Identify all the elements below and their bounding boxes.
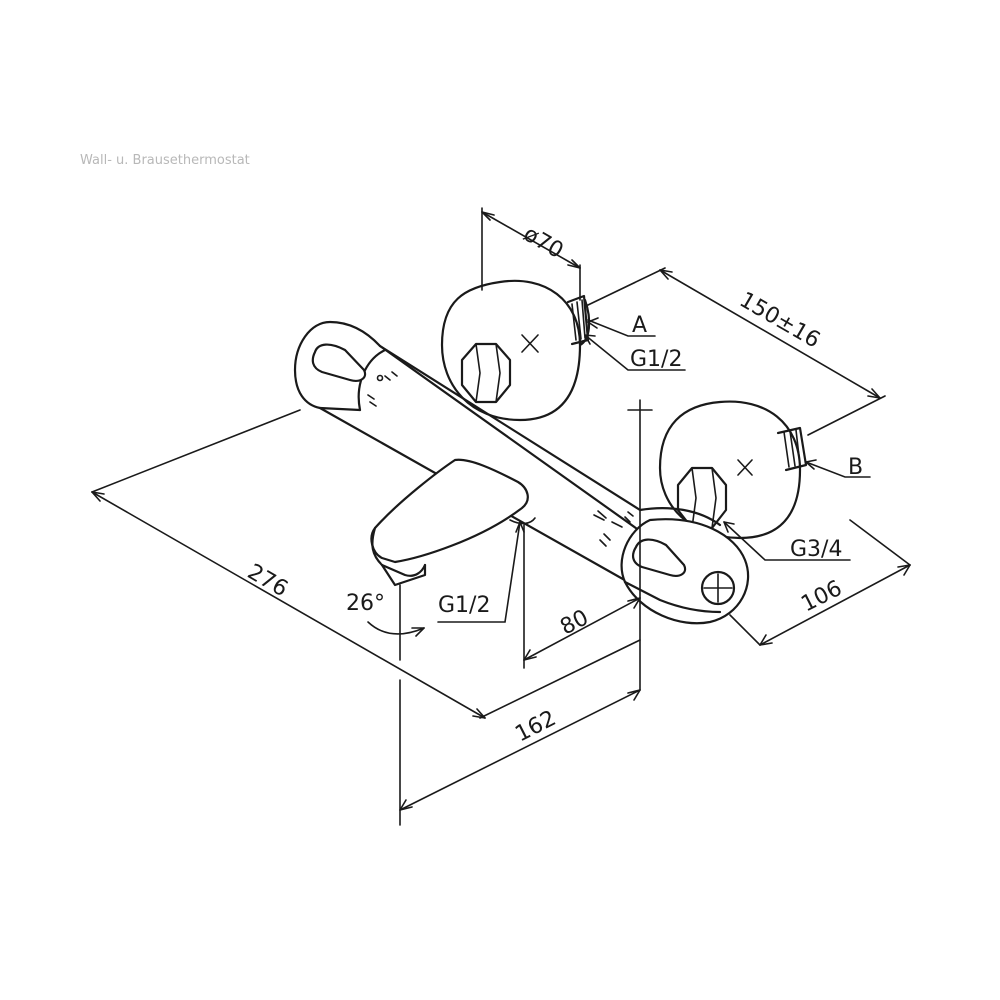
callout-b-label: B bbox=[848, 455, 863, 480]
right-handle-icon bbox=[631, 538, 687, 577]
callout-spout-thread-label: G1/2 bbox=[438, 593, 490, 618]
callout-connector-top-label: G1/2 bbox=[630, 347, 682, 372]
dim-angle-label: 26° bbox=[346, 591, 385, 616]
callout-connector-right-label: G3/4 bbox=[790, 537, 842, 562]
dim-width-label: 276 bbox=[243, 560, 292, 603]
left-wall-rosette bbox=[440, 279, 591, 422]
drawing-caption: Wall- u. Brausethermostat bbox=[80, 153, 250, 168]
dim-depth-spout-label: 80 bbox=[556, 605, 592, 640]
leader-lines bbox=[437, 317, 871, 623]
dim-depth-body-label: 106 bbox=[797, 576, 846, 617]
dimension-lines bbox=[91, 207, 911, 826]
thermostat-body bbox=[293, 320, 750, 625]
dim-spacing-label: 150±16 bbox=[735, 288, 824, 354]
left-handle-icon bbox=[311, 343, 367, 382]
right-wall-rosette bbox=[658, 400, 808, 540]
temperature-scale-marks bbox=[367, 371, 634, 547]
callout-a-label: A bbox=[632, 313, 647, 338]
spout bbox=[370, 458, 536, 587]
dim-depth-outlet-label: 162 bbox=[511, 706, 560, 747]
